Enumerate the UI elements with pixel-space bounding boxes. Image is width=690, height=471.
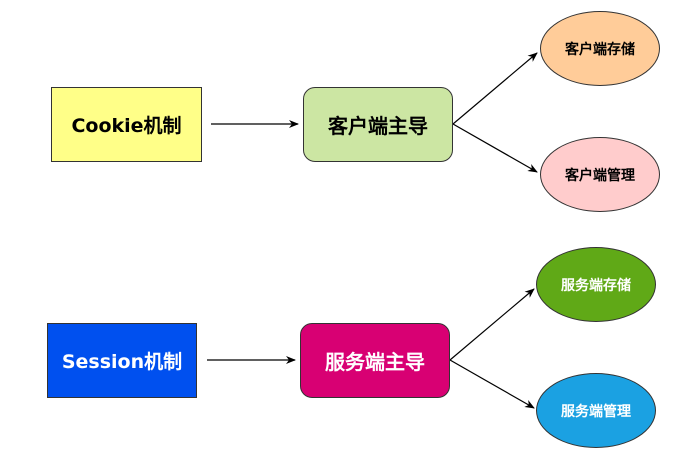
client-management-node: 客户端管理 (540, 137, 660, 212)
server-storage-node: 服务端存储 (536, 247, 656, 322)
arrow-client-dominant-to-management (452, 123, 538, 173)
arrow-server-dominant-to-management (449, 359, 535, 409)
server-dominant-node: 服务端主导 (300, 323, 450, 398)
client-dominant-node: 客户端主导 (303, 87, 453, 162)
session-mechanism-node: Session机制 (47, 323, 197, 398)
arrow-client-dominant-to-storage (452, 52, 538, 125)
cookie-mechanism-node: Cookie机制 (51, 87, 202, 162)
arrow-server-dominant-to-storage (449, 288, 535, 361)
server-management-node: 服务端管理 (536, 373, 656, 448)
client-storage-node: 客户端存储 (540, 11, 660, 86)
